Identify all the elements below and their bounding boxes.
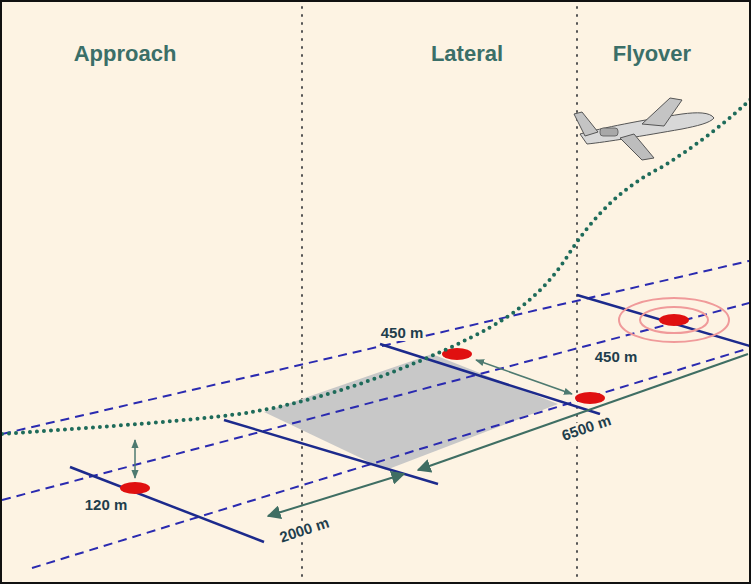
column-heading: Lateral (429, 42, 505, 66)
dimension-label: 450 m (379, 325, 426, 342)
measurement-cross-lines (70, 295, 751, 542)
column-heading: Flyover (611, 42, 693, 66)
distance-arrow (418, 354, 748, 470)
sideline-arrow (476, 360, 572, 394)
noise-ring (619, 298, 729, 342)
dimension-label: 120 m (83, 497, 130, 514)
noise-ring (640, 307, 708, 333)
column-heading: Approach (72, 42, 179, 66)
airplane-icon (574, 98, 714, 160)
dimension-label: 6500 m (557, 411, 614, 444)
distance-arrow (268, 474, 404, 516)
dimension-label: 2000 m (275, 514, 332, 547)
dimension-label: 450 m (593, 349, 640, 366)
column-divider (301, 7, 303, 584)
flight-path (2, 97, 751, 434)
ground-track-lines (2, 260, 751, 568)
height-arrow (134, 440, 136, 478)
